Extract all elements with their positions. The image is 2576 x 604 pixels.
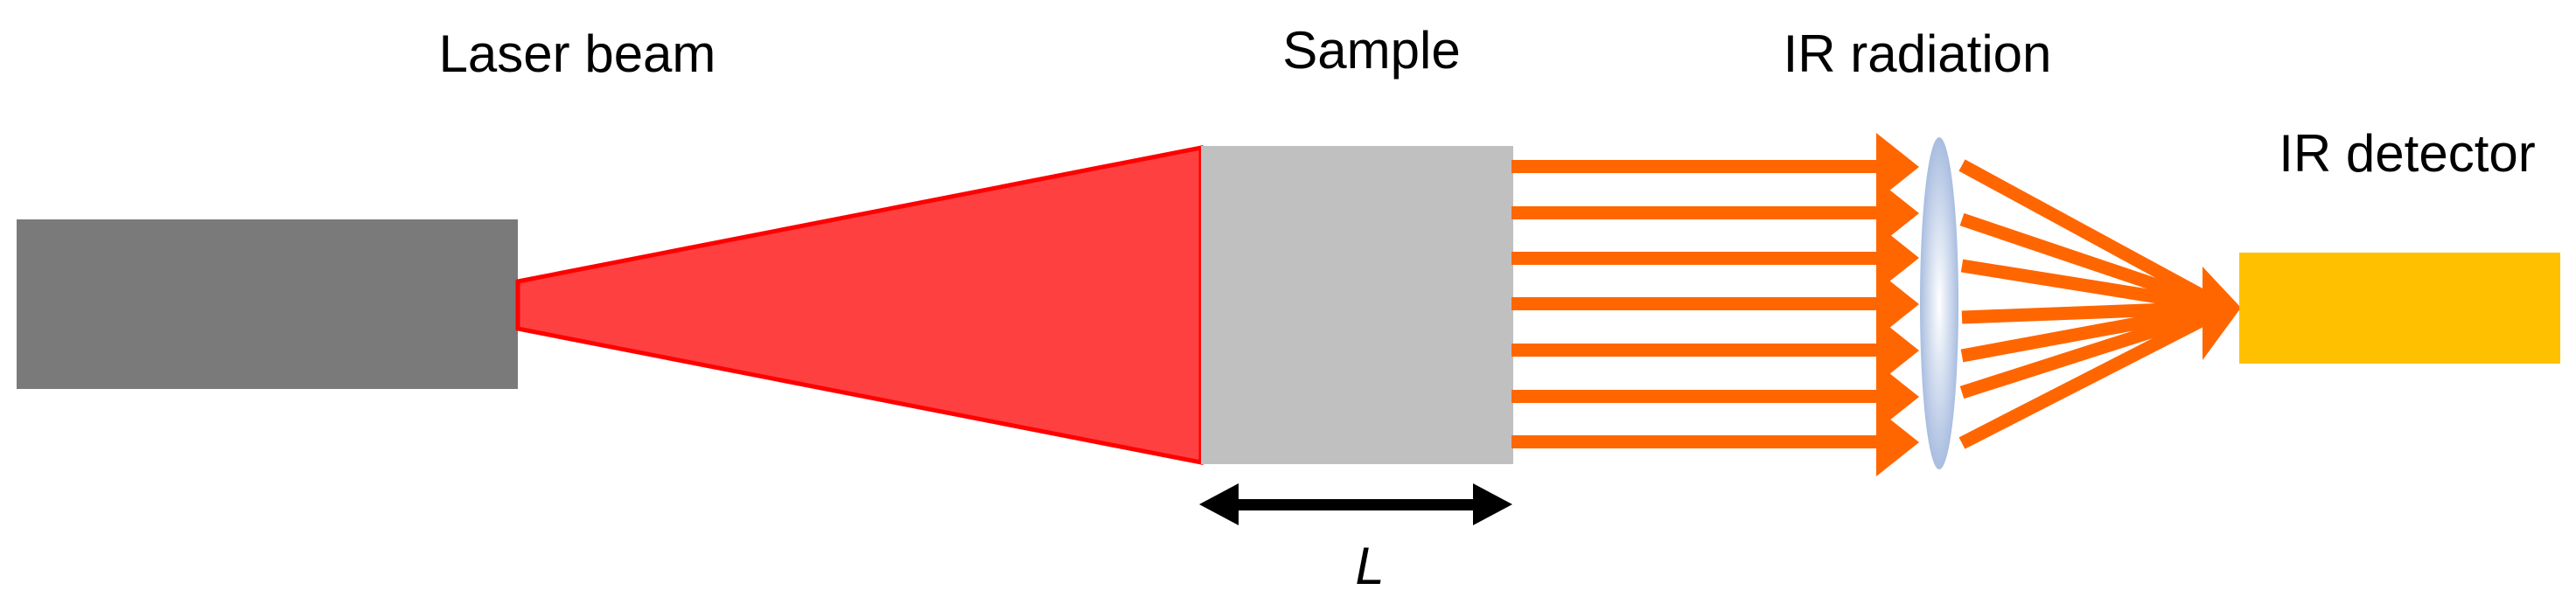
laser-beam-cone	[515, 144, 1204, 466]
ir-ray-5	[1511, 316, 1919, 385]
ir-ray-7	[1511, 408, 1919, 476]
laser-source	[17, 219, 518, 389]
ir-ray-4	[1511, 270, 1919, 338]
ir-detector-block	[2239, 253, 2560, 364]
ir-radiation-label: IR radiation	[1784, 24, 2052, 83]
length-dimension-arrow-icon	[1199, 483, 1512, 525]
ir-ray-2	[1511, 179, 1919, 247]
laser-beam-label: Laser beam	[439, 24, 716, 83]
ir-converging-rays	[1958, 159, 2216, 449]
ir-ray-6	[1511, 363, 1919, 431]
ir-ray-3	[1511, 224, 1919, 292]
length-label: L	[1355, 537, 1384, 595]
sample-block	[1201, 146, 1513, 464]
lens-icon	[1920, 137, 1958, 469]
ir-detector-label: IR detector	[2279, 124, 2535, 183]
ir-parallel-rays	[1511, 133, 1919, 476]
converging-arrowhead-icon	[2203, 267, 2241, 360]
sample-label: Sample	[1282, 21, 1460, 80]
ir-ray-1	[1511, 133, 1919, 201]
